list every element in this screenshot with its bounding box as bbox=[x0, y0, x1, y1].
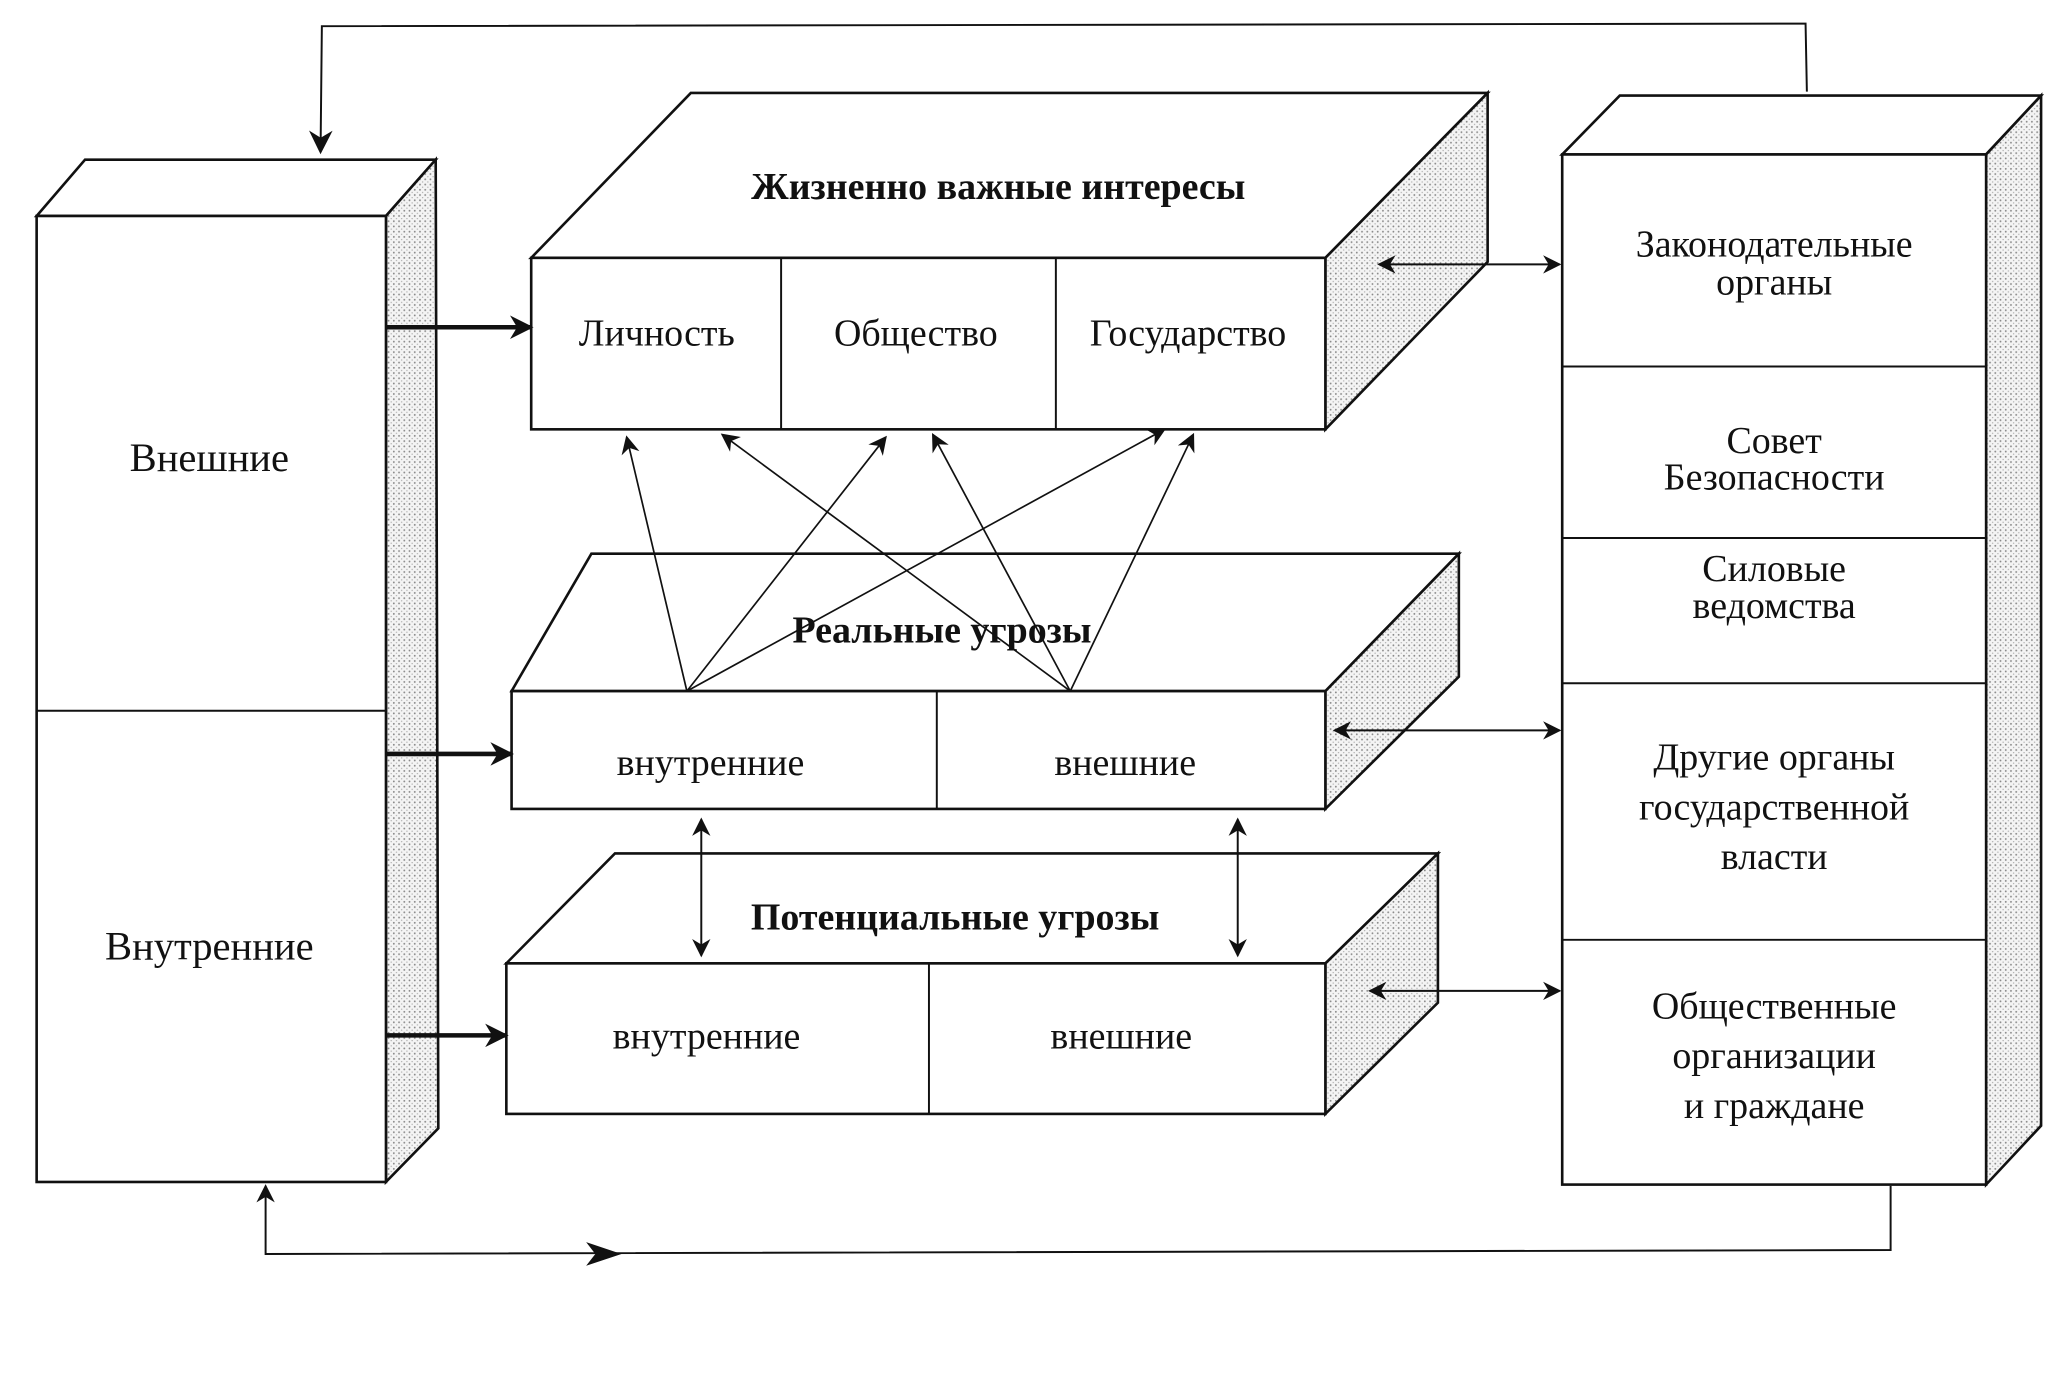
cell-state: Государство bbox=[1090, 313, 1287, 355]
right-cell-line: государственной bbox=[1639, 786, 1909, 828]
left-cell-external: Внешние bbox=[130, 435, 289, 480]
threat-interest-arrows bbox=[621, 428, 1195, 692]
vital-interests-box: Жизненно важные интересы Личность Общест… bbox=[528, 89, 1491, 433]
potential-threats-internal: внутренние bbox=[613, 1015, 801, 1057]
right-cell-line: Совет bbox=[1726, 420, 1822, 462]
cell-personality: Личность bbox=[579, 313, 735, 355]
right-cell-line: Безопасности bbox=[1664, 457, 1885, 499]
right-cell-line: Другие органы bbox=[1653, 737, 1895, 779]
right-cell-public-organizations: Общественные организации и граждане bbox=[1652, 985, 1897, 1126]
cell-society: Общество bbox=[834, 313, 998, 355]
right-cell-line: Законодательные bbox=[1636, 224, 1913, 266]
right-cell-line: Общественные bbox=[1652, 985, 1897, 1027]
right-cell-line: Силовые bbox=[1702, 548, 1846, 590]
right-cell-power-agencies: Силовые ведомства bbox=[1693, 548, 1856, 627]
vital-interests-title: Жизненно важные интересы bbox=[751, 166, 1245, 208]
real-potential-arrows bbox=[692, 817, 1247, 958]
right-cell-legislative: Законодательные органы bbox=[1636, 224, 1913, 304]
right-cell-security-council: Совет Безопасности bbox=[1664, 420, 1885, 499]
right-column-box: Законодательные органы Совет Безопасност… bbox=[1559, 92, 2045, 1188]
left-column-box: Внешние Внутренние bbox=[33, 156, 440, 1186]
potential-threats-box: Потенциальные угрозы внутренние внешние bbox=[503, 850, 1442, 1118]
potential-threats-external: внешние bbox=[1050, 1015, 1192, 1057]
left-cell-internal: Внутренние bbox=[105, 923, 314, 968]
potential-threats-title: Потенциальные угрозы bbox=[751, 896, 1160, 938]
real-threats-external: внешние bbox=[1054, 742, 1196, 784]
right-cell-line: организации bbox=[1672, 1035, 1876, 1077]
real-threats-title: Реальные угрозы bbox=[793, 610, 1092, 652]
right-cell-line: ведомства bbox=[1693, 585, 1856, 627]
real-threats-internal: внутренние bbox=[617, 742, 805, 784]
feedback-loop-top bbox=[308, 22, 1808, 155]
arrow-head-icon bbox=[586, 1242, 622, 1266]
right-cell-line: органы bbox=[1716, 262, 1832, 304]
feedback-loop-bottom bbox=[256, 1184, 1892, 1266]
right-cell-line: и граждане bbox=[1684, 1085, 1865, 1127]
right-cell-other-state-bodies: Другие органы государственной власти bbox=[1639, 737, 1909, 878]
right-cell-line: власти bbox=[1721, 836, 1828, 878]
right-to-center-arrows bbox=[1332, 255, 1562, 1001]
left-to-center-arrows bbox=[385, 315, 534, 1048]
real-threats-box: Реальные угрозы внутренние внешние bbox=[509, 550, 1462, 813]
